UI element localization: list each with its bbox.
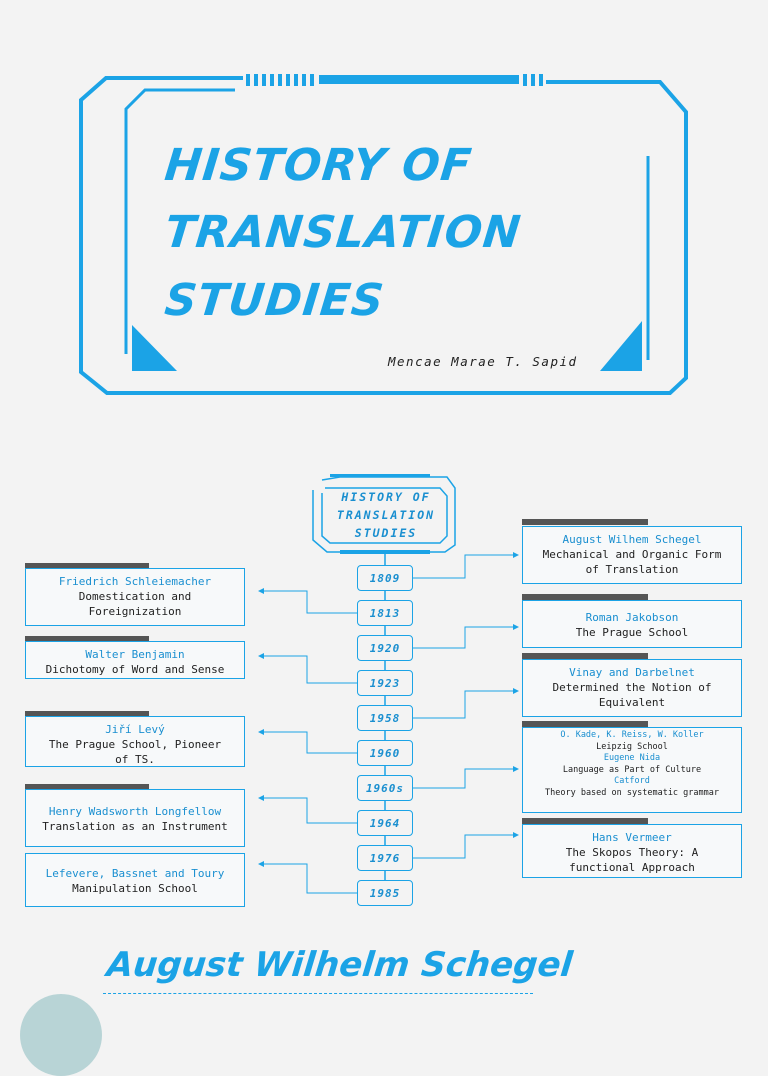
card-name: Lefevere, Bassnet and Toury <box>45 867 225 880</box>
card-schegel: August Wilhem Schegel Mechanical and Org… <box>522 526 742 584</box>
card-tab <box>25 563 149 569</box>
card-vinay-darbelnet: Vinay and Darbelnet Determined the Notio… <box>522 659 742 717</box>
card-desc: Translation as an Instrument <box>42 820 228 833</box>
card-tab <box>25 711 149 717</box>
card-tab <box>522 818 648 824</box>
timeline-title-line-3: STUDIES <box>354 526 418 540</box>
card-desc: The Skopos Theory: A <box>565 846 699 859</box>
card-name: Jiří Levý <box>105 723 165 736</box>
card-tab <box>522 594 648 600</box>
year-marker: 1960 <box>357 740 413 766</box>
card-vermeer: Hans Vermeer The Skopos Theory: A functi… <box>522 824 742 878</box>
card-line: Eugene Nida <box>603 753 661 763</box>
card-tab <box>522 519 648 525</box>
card-desc: functional Approach <box>569 861 695 874</box>
card-desc: Domestication and <box>78 590 192 603</box>
card-line: O. Kade, K. Reiss, W. Koller <box>560 730 704 740</box>
card-desc: Foreignization <box>88 605 182 618</box>
card-desc: The Prague School, Pioneer <box>48 738 222 751</box>
card-levy: Jiří Levý The Prague School, Pioneer of … <box>25 716 245 767</box>
card-line: Leipzig School <box>596 741 668 752</box>
card-jakobson: Roman Jakobson The Prague School <box>522 600 742 648</box>
card-tab <box>25 636 149 642</box>
card-desc: The Prague School <box>575 626 689 639</box>
year-marker: 1958 <box>357 705 413 731</box>
card-name: Hans Vermeer <box>592 831 672 844</box>
card-line: Theory based on systematic grammar <box>545 787 719 798</box>
year-marker: 1923 <box>357 670 413 696</box>
card-tab <box>522 653 648 659</box>
year-marker: 1985 <box>357 880 413 906</box>
card-desc: Manipulation School <box>72 882 198 895</box>
card-line: Language as Part of Culture <box>562 764 702 775</box>
timeline-title-line-2: TRANSLATION <box>336 508 436 522</box>
year-marker: 1976 <box>357 845 413 871</box>
section-divider <box>103 993 533 994</box>
card-name: August Wilhem Schegel <box>562 533 702 546</box>
header-frame <box>79 74 688 395</box>
author-name: Mencae Marae T. Sapid <box>388 354 578 369</box>
card-name: Vinay and Darbelnet <box>569 666 695 679</box>
card-desc: Mechanical and Organic Form <box>542 548 722 561</box>
year-marker: 1920 <box>357 635 413 661</box>
card-desc: of Translation <box>585 563 679 576</box>
timeline-title-line-1: HISTORY OF <box>341 490 431 504</box>
decorative-circle <box>20 994 102 1076</box>
card-name: Walter Benjamin <box>85 648 185 661</box>
card-name: Friedrich Schleiemacher <box>58 575 212 588</box>
year-marker: 1964 <box>357 810 413 836</box>
year-marker: 1809 <box>357 565 413 591</box>
card-name: Roman Jakobson <box>585 611 679 624</box>
card-longfellow: Henry Wadsworth Longfellow Translation a… <box>25 789 245 847</box>
card-tab <box>25 784 149 790</box>
card-tab <box>522 721 648 727</box>
card-schleiermacher: Friedrich Schleiemacher Domestication an… <box>25 568 245 626</box>
section-heading: August Wilhelm Schegel <box>104 945 575 985</box>
card-line: Catford <box>614 776 650 786</box>
card-desc: Determined the Notion of <box>552 681 712 694</box>
card-desc: Dichotomy of Word and Sense <box>45 663 225 676</box>
year-marker: 1813 <box>357 600 413 626</box>
card-desc: Equivalent <box>598 696 666 709</box>
card-leipzig-school: O. Kade, K. Reiss, W. Koller Leipzig Sch… <box>522 727 742 813</box>
card-benjamin: Walter Benjamin Dichotomy of Word and Se… <box>25 641 245 679</box>
card-desc: of TS. <box>115 753 155 766</box>
year-marker: 1960s <box>357 775 413 801</box>
card-lefevere: Lefevere, Bassnet and Toury Manipulation… <box>25 853 245 907</box>
card-name: Henry Wadsworth Longfellow <box>48 805 222 818</box>
